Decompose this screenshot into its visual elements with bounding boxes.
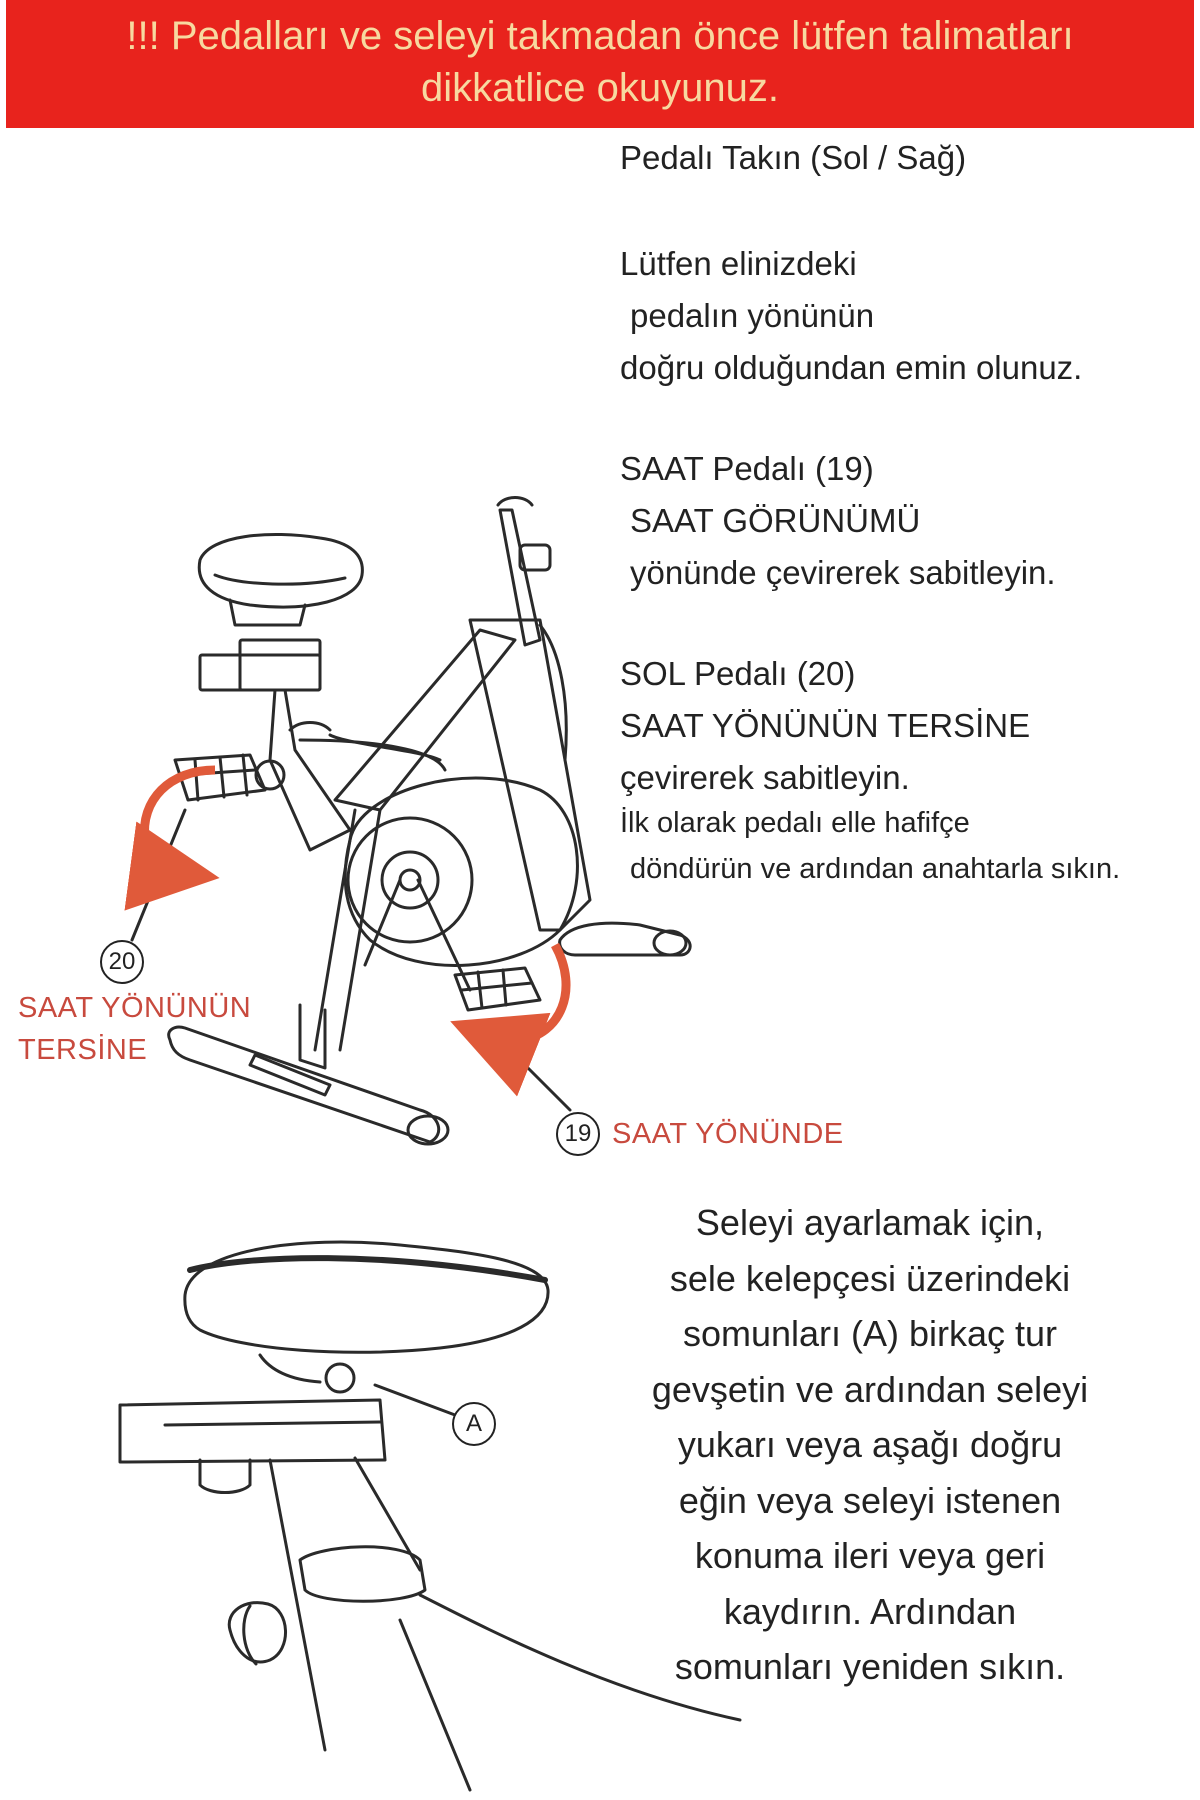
pedal-intro: Lütfen elinizdeki pedalın yönünün doğru …: [620, 245, 1083, 386]
pedal-tip: İlk olarak pedalı elle hafifçe döndürün …: [620, 807, 1121, 885]
pedal-title: Pedalı Takın (Sol / Sağ): [620, 139, 967, 176]
callout-a: A: [452, 1402, 496, 1446]
left-pedal-direction: SAAT YÖNÜNÜN TERSİNE: [18, 992, 252, 1066]
callout-20: 20: [100, 940, 144, 984]
warning-line-2: dikkatlice okuyunuz.: [421, 66, 779, 110]
right-pedal-instructions: SAAT Pedalı (19) SAAT GÖRÜNÜMÜ yönünde ç…: [620, 450, 1056, 591]
callout-19: 19: [556, 1112, 600, 1156]
warning-banner: !!! Pedalları ve seleyi takmadan önce lü…: [6, 0, 1194, 128]
warning-line-1: !!! Pedalları ve seleyi takmadan önce lü…: [126, 14, 1074, 58]
right-pedal-direction: SAAT YÖNÜNDE: [612, 1118, 844, 1150]
left-pedal-instructions: SOL Pedalı (20) SAAT YÖNÜNÜN TERSİNE çev…: [620, 655, 1031, 796]
seat-adjust-instructions: Seleyi ayarlamak için, sele kelepçesi üz…: [651, 1202, 1089, 1687]
